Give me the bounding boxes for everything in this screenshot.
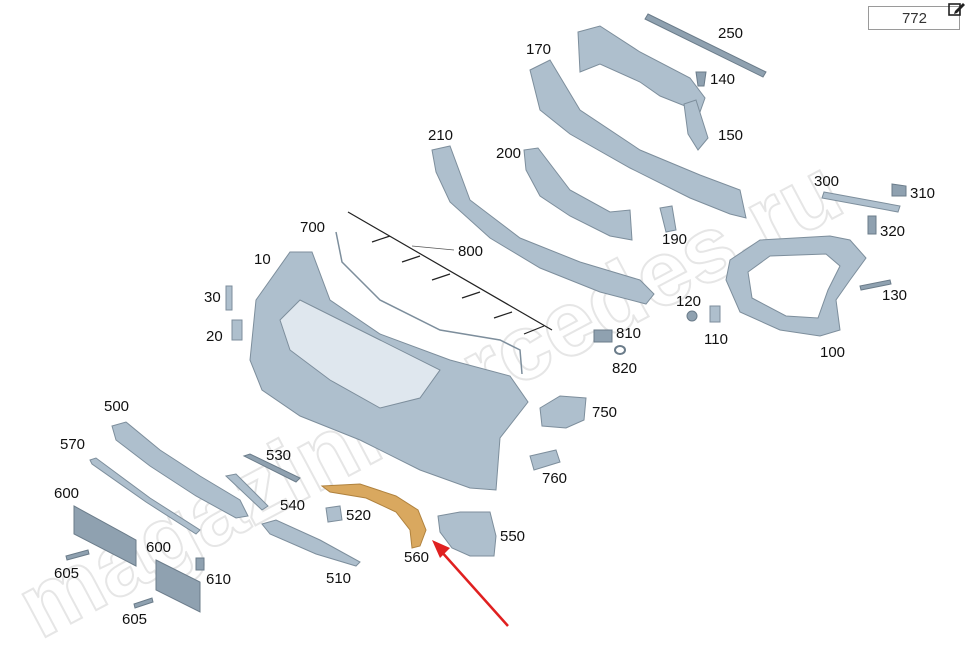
- part-570-strip: [89, 457, 201, 535]
- part-250-strip: [644, 13, 767, 78]
- part-140-clip: [695, 71, 707, 87]
- part-600-plate-b: [155, 559, 201, 613]
- part-510-side-grille: [261, 519, 361, 567]
- callout-510: 510: [326, 570, 351, 587]
- part-800-wiring: [347, 211, 553, 335]
- callout-700: 700: [300, 219, 325, 236]
- part-100-opening: [747, 253, 841, 319]
- callout-150: 150: [718, 127, 743, 144]
- callout-605a: 605: [54, 565, 79, 582]
- part-130-bolt: [859, 279, 892, 291]
- callout-20: 20: [206, 328, 223, 345]
- callout-570: 570: [60, 436, 85, 453]
- part-810-sensor: [593, 329, 613, 343]
- callout-760: 760: [542, 470, 567, 487]
- callout-310: 310: [910, 185, 935, 202]
- callout-540: 540: [280, 497, 305, 514]
- callout-100: 100: [820, 344, 845, 361]
- callout-560: 560: [404, 549, 429, 566]
- part-120-nut: [686, 310, 698, 322]
- part-540-trim: [224, 473, 269, 511]
- callout-170: 170: [526, 41, 551, 58]
- part-200-grille: [523, 147, 633, 241]
- part-30-clip: [225, 285, 233, 311]
- callout-210: 210: [428, 127, 453, 144]
- callout-500: 500: [104, 398, 129, 415]
- part-530-trim: [242, 453, 301, 483]
- part-300-strip: [821, 191, 901, 213]
- part-600-plate-a: [73, 505, 137, 567]
- callout-820: 820: [612, 360, 637, 377]
- callout-610: 610: [206, 571, 231, 588]
- part-20-bracket: [231, 319, 243, 341]
- callout-140: 140: [710, 71, 735, 88]
- callout-320: 320: [880, 223, 905, 240]
- red-pointer-arrow: [432, 540, 509, 627]
- callout-530: 530: [266, 447, 291, 464]
- callout-130: 130: [882, 287, 907, 304]
- callout-30: 30: [204, 289, 221, 306]
- part-605-screw-a: [65, 549, 90, 561]
- part-110-clip: [709, 305, 721, 323]
- part-210-absorber: [431, 145, 655, 305]
- part-610-clip: [195, 557, 205, 571]
- callout-250: 250: [718, 25, 743, 42]
- callout-600b: 600: [146, 539, 171, 556]
- callout-600a: 600: [54, 485, 79, 502]
- page-number-box: 772: [868, 6, 960, 30]
- part-10-grille-opening: [279, 299, 441, 409]
- part-700-cable: [335, 231, 523, 375]
- part-520-clip: [325, 505, 343, 523]
- callout-750: 750: [592, 404, 617, 421]
- callout-520: 520: [346, 507, 371, 524]
- page-number: 772: [901, 10, 927, 27]
- callout-110: 110: [704, 331, 728, 348]
- callout-605b: 605: [122, 611, 147, 628]
- part-170-beam: [529, 59, 747, 219]
- part-605-screw-b: [133, 597, 154, 609]
- callout-550: 550: [500, 528, 525, 545]
- part-820-ring: [614, 345, 626, 355]
- callout-120: 120: [676, 293, 701, 310]
- callout-300: 300: [814, 173, 839, 190]
- part-190-bracket: [659, 205, 677, 233]
- part-760-block: [529, 449, 561, 471]
- part-310-clip: [891, 183, 907, 197]
- callout-200: 200: [496, 145, 521, 162]
- part-560-trim-highlighted: [320, 483, 427, 549]
- callout-800: 800: [458, 243, 483, 260]
- part-550-bracket: [437, 511, 497, 557]
- part-150-bracket: [683, 99, 709, 151]
- leader-800: [411, 245, 455, 251]
- callout-190: 190: [662, 231, 687, 248]
- callout-810: 810: [616, 325, 641, 342]
- callout-10: 10: [254, 251, 271, 268]
- edit-pencil-icon[interactable]: [948, 0, 966, 18]
- part-500-lower-grille: [111, 421, 249, 519]
- part-750-bracket: [539, 395, 587, 429]
- part-320-clip: [867, 215, 877, 235]
